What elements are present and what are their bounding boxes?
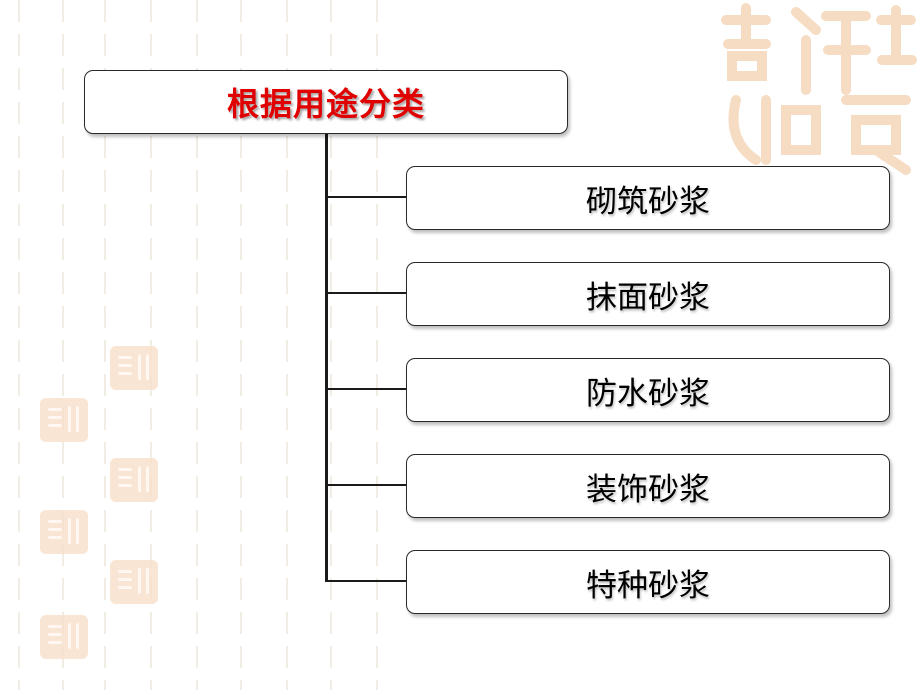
decor-column xyxy=(376,0,378,690)
small-seal-icon xyxy=(110,346,158,390)
decor-column xyxy=(240,0,242,690)
branch-line xyxy=(325,580,407,582)
decor-column xyxy=(62,0,64,690)
small-seal-icon xyxy=(110,560,158,604)
decor-column xyxy=(330,0,332,690)
branch-line xyxy=(325,388,407,390)
decor-column xyxy=(286,0,288,690)
branch-line xyxy=(325,196,407,198)
decor-column xyxy=(18,0,20,690)
small-seal-icon xyxy=(40,615,88,659)
child-node-plastering-mortar: 抹面砂浆 xyxy=(406,262,890,326)
branch-line xyxy=(325,292,407,294)
child-node-masonry-mortar: 砌筑砂浆 xyxy=(406,166,890,230)
child-node-special-mortar: 特种砂浆 xyxy=(406,550,890,614)
root-label: 根据用途分类 xyxy=(226,85,425,123)
child-label: 特种砂浆 xyxy=(586,567,710,604)
branch-line xyxy=(325,484,407,486)
small-seal-icon xyxy=(110,458,158,502)
decor-column xyxy=(104,0,106,690)
decor-column xyxy=(150,0,152,690)
auspicious-seal-logo xyxy=(721,3,917,175)
child-label: 抹面砂浆 xyxy=(586,279,710,316)
small-seal-icon xyxy=(40,398,88,442)
child-label: 装饰砂浆 xyxy=(586,471,710,508)
child-label: 防水砂浆 xyxy=(586,375,710,412)
child-label: 砌筑砂浆 xyxy=(586,183,710,220)
child-node-decorative-mortar: 装饰砂浆 xyxy=(406,454,890,518)
small-seal-icon xyxy=(40,510,88,554)
trunk-line xyxy=(325,134,328,582)
child-node-waterproof-mortar: 防水砂浆 xyxy=(406,358,890,422)
decor-column xyxy=(196,0,198,690)
root-node: 根据用途分类 xyxy=(84,70,568,134)
